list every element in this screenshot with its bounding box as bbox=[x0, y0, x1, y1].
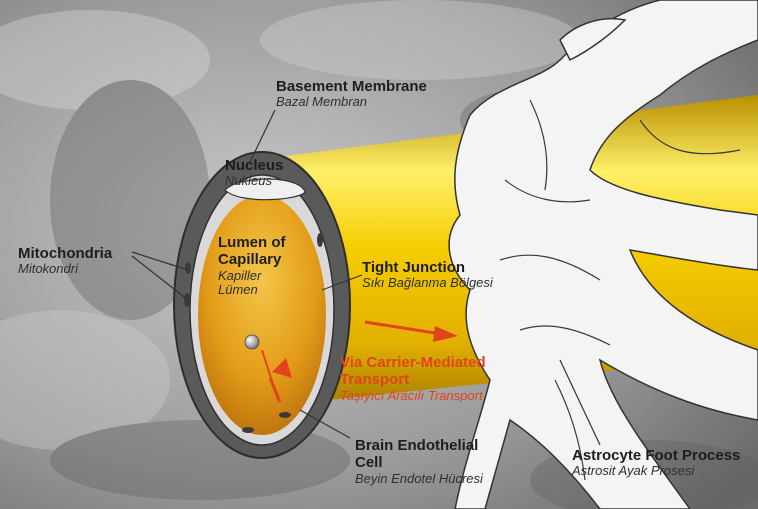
label-tight-junction: Tight Junction Sıkı Bağlanma Bölgesi bbox=[362, 259, 493, 291]
label-mitochondria: Mitochondria Mitokondri bbox=[18, 245, 112, 277]
label-carrier-transport: Via Carrier-Mediated Transport Taşıyıcı … bbox=[340, 354, 486, 403]
label-nucleus: Nucleus Nukleus bbox=[225, 157, 283, 189]
label-astrocyte: Astrocyte Foot Process Astrosit Ayak Pro… bbox=[572, 447, 740, 479]
label-endothelial-cell: Brain Endothelial Cell Beyin Endotel Hüc… bbox=[355, 437, 483, 486]
capillary-lumen bbox=[198, 195, 326, 435]
molecule-sphere bbox=[245, 335, 259, 349]
label-lumen: Lumen of Capillary Kapiller Lümen bbox=[218, 234, 286, 298]
label-basement-membrane: Basement Membrane Bazal Membran bbox=[276, 78, 427, 110]
